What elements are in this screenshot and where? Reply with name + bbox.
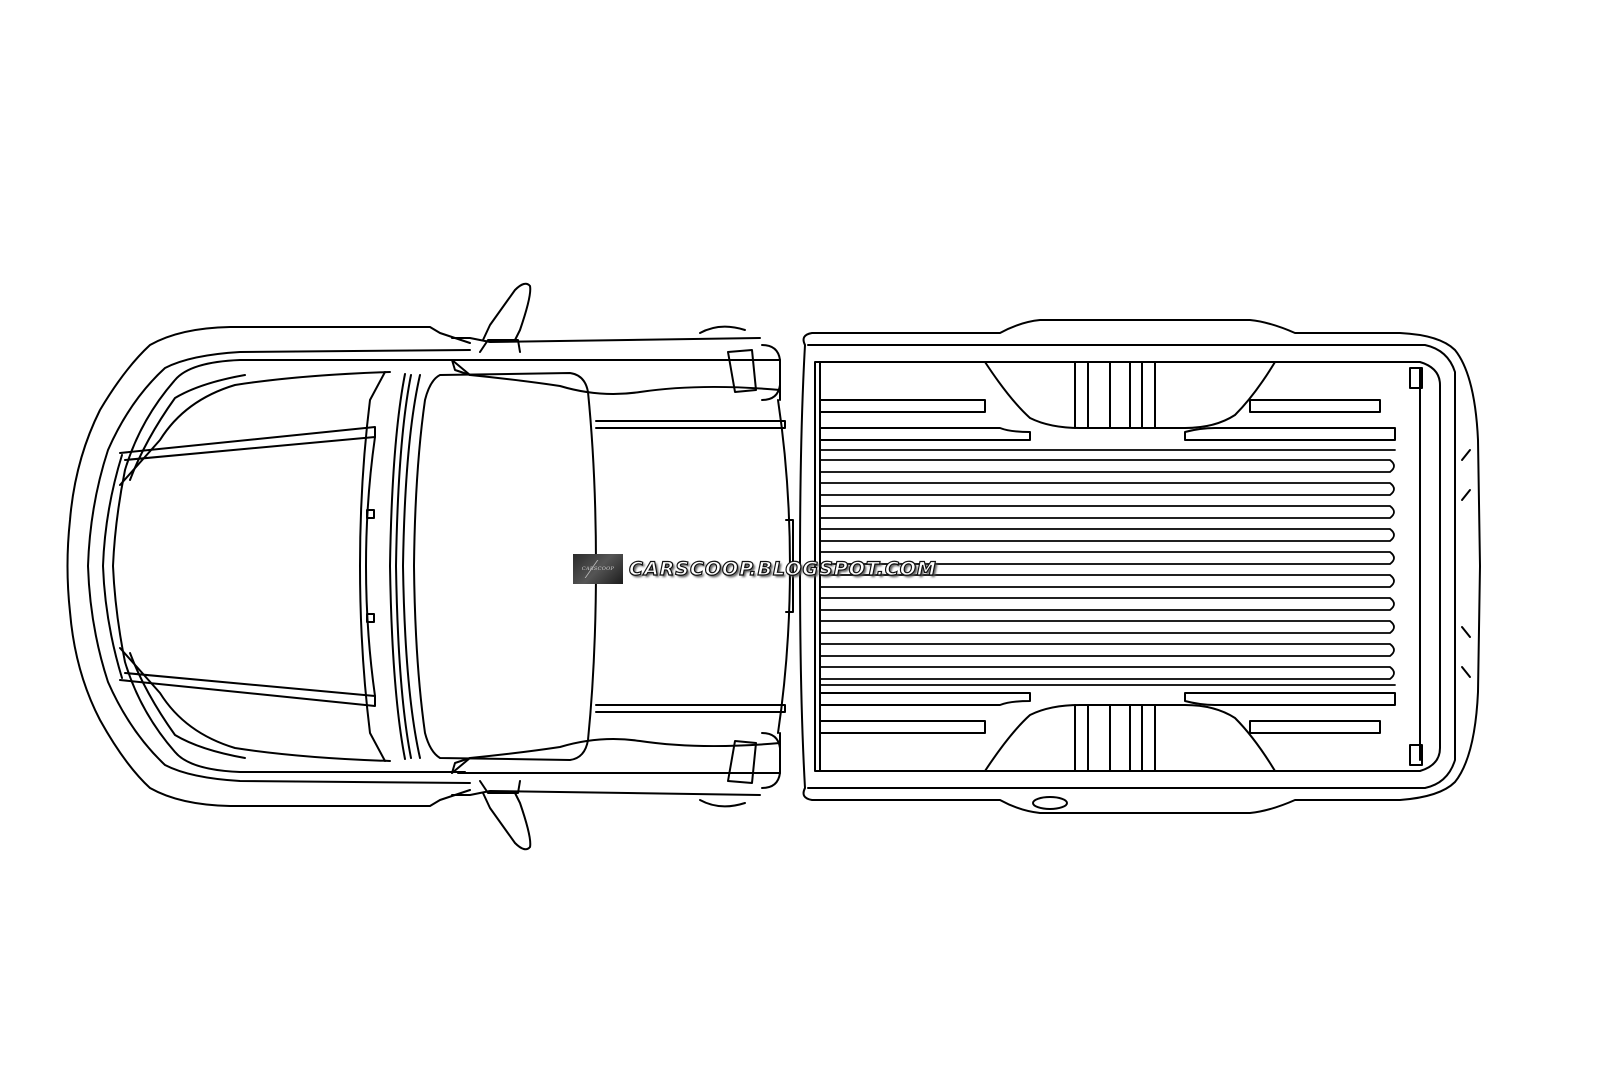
logo-text: CARSCOOP [581,566,615,572]
truck-bed [799,319,1481,814]
watermark: CARSCOOP CARSCOOP.BLOGSPOT.COM [573,553,937,585]
doors-and-mirrors [451,282,794,851]
front-body [66,326,471,807]
bed-ribs [819,449,1396,686]
carscoop-logo: CARSCOOP [573,554,623,584]
watermark-text: CARSCOOP.BLOGSPOT.COM [628,557,937,580]
cab-roof [413,372,597,761]
